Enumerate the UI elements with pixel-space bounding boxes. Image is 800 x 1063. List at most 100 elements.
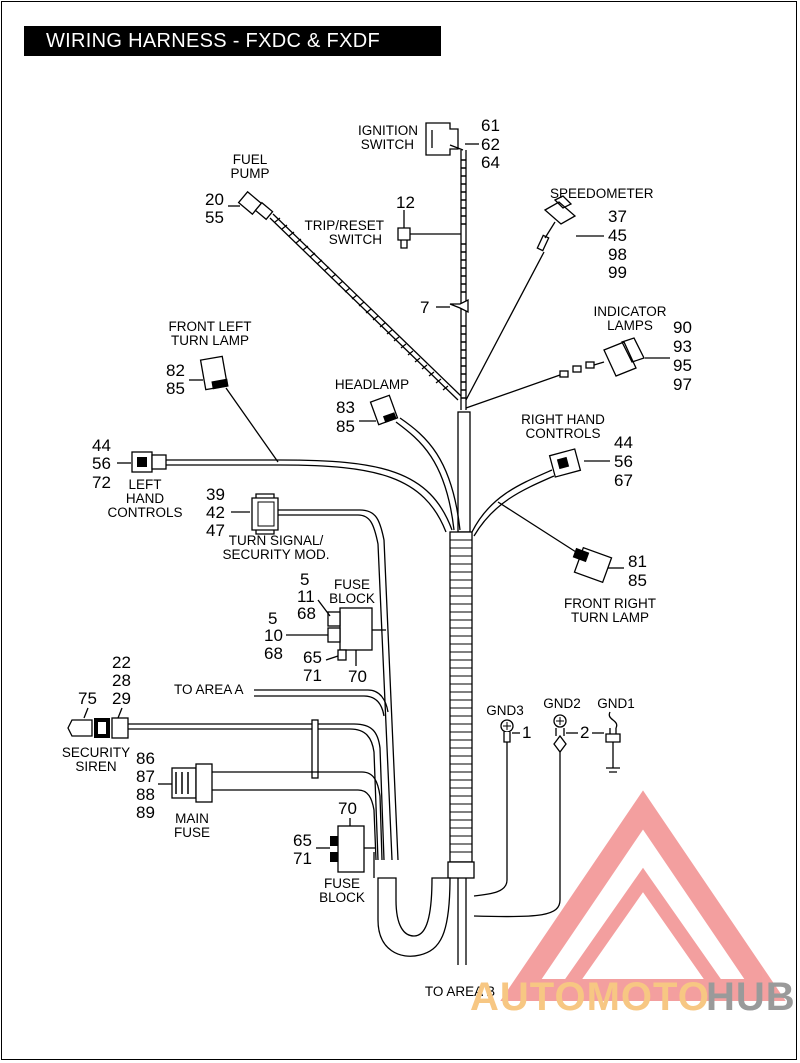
- fuse-upper-label-1: FUSE: [334, 577, 370, 592]
- right-hand-label-1: RIGHT HAND: [521, 412, 605, 427]
- turn-signal-ref-2: 42: [206, 503, 225, 522]
- left-hand-controls: 44 56 72 LEFT HAND CONTROLS: [92, 436, 453, 533]
- fuse-block-lower: 70 65 71 FUSE BLOCK: [293, 799, 376, 905]
- left-hand-label-1: LEFT: [128, 477, 161, 492]
- ignition-ref-3: 64: [481, 153, 500, 172]
- headlamp-ref-1: 83: [336, 398, 355, 417]
- right-hand-ref-3: 67: [614, 471, 633, 490]
- fuse-upper-top-ref-1: 5: [300, 570, 309, 589]
- indicator-ref-1: 90: [673, 318, 692, 337]
- fuel-pump-label-1: FUEL: [233, 152, 268, 167]
- speedometer-ref-4: 99: [608, 263, 627, 282]
- turn-signal-ref-1: 39: [206, 485, 225, 504]
- fuel-pump-label-2: PUMP: [230, 166, 269, 181]
- right-hand-ref-1: 44: [614, 433, 633, 452]
- turn-signal-ref-3: 47: [206, 521, 225, 540]
- gnd3-ref: 1: [522, 723, 531, 742]
- harness-loop: [373, 852, 451, 957]
- fuel-pump: FUEL PUMP 20 55: [205, 152, 462, 401]
- main-harness: [447, 150, 475, 965]
- to-area-b-label: TO AREA B: [425, 984, 495, 999]
- turn-signal-label-2: SECURITY MOD.: [222, 547, 329, 562]
- front-left-turn-label-2: TURN LAMP: [171, 333, 249, 348]
- fuse-lower-left-ref-1: 65: [293, 831, 312, 850]
- indicator-ref-3: 95: [673, 356, 692, 375]
- indicator-ref-4: 97: [673, 375, 692, 394]
- fuse-lower-label-2: BLOCK: [319, 890, 365, 905]
- front-left-turn-ref-2: 85: [166, 379, 185, 398]
- fuse-upper-mid-ref-2: 10: [264, 626, 283, 645]
- indicator-lamps-label-2: LAMPS: [607, 318, 653, 333]
- gnd2-label: GND2: [543, 696, 581, 711]
- siren-ref-left: 75: [78, 689, 97, 708]
- speedometer-ref-2: 45: [608, 226, 627, 245]
- trip-reset-switch: TRIP/RESET SWITCH 12: [304, 193, 461, 249]
- turn-signal-security-module: 39 42 47 TURN SIGNAL/ SECURITY MOD.: [206, 485, 399, 861]
- trip-reset-label-2: SWITCH: [329, 232, 382, 247]
- front-left-turn-ref-1: 82: [166, 361, 185, 380]
- speedometer: SPEEDOMETER 37 45 98 99: [465, 186, 654, 401]
- ignition-ref-1: 61: [481, 116, 500, 135]
- indicator-lamps-label-1: INDICATOR: [593, 304, 666, 319]
- fuse-upper-bottom-ref-2: 71: [303, 666, 322, 685]
- right-hand-ref-2: 56: [614, 452, 633, 471]
- watermark-part2: HUB: [706, 975, 796, 1019]
- ground-connections: GND3 1 GND2 2 GND1: [473, 696, 635, 918]
- left-hand-label-3: CONTROLS: [107, 505, 182, 520]
- headlamp-ref-2: 85: [336, 417, 355, 436]
- main-fuse-ref-2: 87: [136, 767, 155, 786]
- watermark-logo: [500, 790, 786, 1001]
- fuel-pump-ref-1: 20: [205, 190, 224, 209]
- headlamp: HEADLAMP 83 85: [335, 377, 461, 531]
- fuse-block-upper: 5 11 68 FUSE BLOCK 5 10 68 65 71 70: [264, 570, 386, 686]
- security-siren: 22 28 29 75 SECURITY SIREN: [62, 653, 385, 861]
- indicator-ref-2: 93: [673, 337, 692, 356]
- to-area-a: TO AREA A: [174, 682, 389, 717]
- watermark-part1: AUTOMOTO: [470, 975, 710, 1019]
- left-hand-ref-2: 56: [92, 454, 111, 473]
- fuse-lower-left-ref-2: 71: [293, 849, 312, 868]
- siren-ref-1: 22: [112, 653, 131, 672]
- front-right-turn-ref-1: 81: [628, 552, 647, 571]
- speedometer-ref-1: 37: [608, 207, 627, 226]
- ignition-switch-label-1: IGNITION: [358, 123, 418, 138]
- siren-label-2: SIREN: [75, 759, 116, 774]
- fuse-upper-right-ref: 70: [348, 667, 367, 686]
- gnd1-label: GND1: [597, 696, 635, 711]
- fuse-lower-top-ref: 70: [338, 799, 357, 818]
- left-hand-ref-3: 72: [92, 473, 111, 492]
- front-left-turn-label-1: FRONT LEFT: [168, 319, 251, 334]
- siren-ref-2: 28: [112, 671, 131, 690]
- right-hand-label-2: CONTROLS: [525, 426, 600, 441]
- watermark-text: AUTOMOTO HUB: [470, 975, 796, 1019]
- siren-ref-3: 29: [112, 689, 131, 708]
- indicator-lamps: INDICATOR LAMPS 90 93 95 97: [465, 304, 692, 409]
- left-hand-ref-1: 44: [92, 436, 111, 455]
- ignition-switch: IGNITION SWITCH 61 62 64: [358, 116, 500, 172]
- main-fuse-ref-1: 86: [136, 749, 155, 768]
- fuse-upper-mid-ref-3: 68: [264, 644, 283, 663]
- ref-7: 7: [420, 298, 429, 317]
- trip-reset-ref: 12: [396, 193, 415, 212]
- to-area-a-label: TO AREA A: [174, 682, 244, 697]
- ignition-switch-label-2: SWITCH: [361, 137, 414, 152]
- trip-reset-label-1: TRIP/RESET: [304, 218, 384, 233]
- speedometer-ref-3: 98: [608, 245, 627, 264]
- main-fuse-label-1: MAIN: [175, 811, 209, 826]
- title-bar: WIRING HARNESS - FXDC & FXDF: [24, 26, 441, 56]
- speedometer-label: SPEEDOMETER: [550, 186, 654, 201]
- main-fuse-ref-3: 88: [136, 785, 155, 804]
- fuse-upper-mid-ref-1: 5: [268, 609, 277, 628]
- fuse-upper-label-2: BLOCK: [329, 591, 375, 606]
- front-right-turn-lamp: 81 85 FRONT RIGHT TURN LAMP: [497, 501, 656, 625]
- front-left-turn-lamp: FRONT LEFT TURN LAMP 82 85: [166, 319, 279, 463]
- main-fuse: 86 87 88 89 MAIN FUSE: [136, 749, 383, 861]
- fuel-pump-ref-2: 55: [205, 208, 224, 227]
- turn-signal-label-1: TURN SIGNAL/: [229, 533, 324, 548]
- gnd2-ref: 2: [580, 723, 589, 742]
- fuse-upper-top-ref-3: 68: [297, 604, 316, 623]
- fuse-upper-bottom-ref-1: 65: [303, 648, 322, 667]
- main-fuse-label-2: FUSE: [174, 825, 210, 840]
